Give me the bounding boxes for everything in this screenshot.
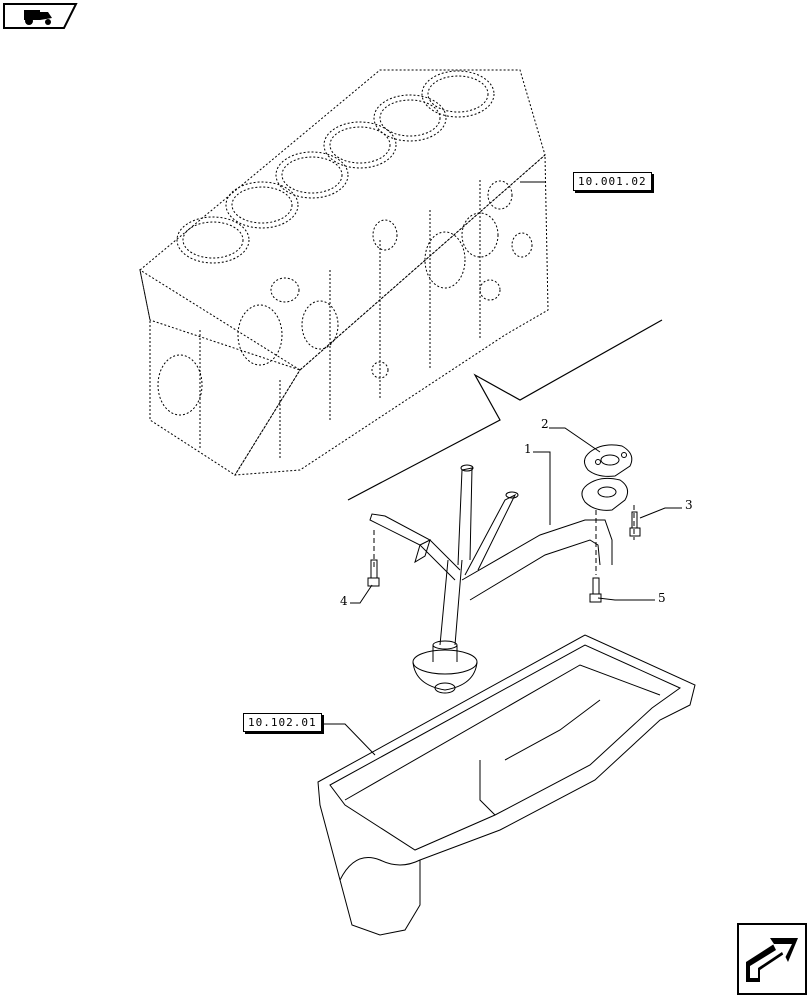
gasket [584,444,633,477]
tractor-icon [3,3,78,29]
oil-suction-pipe [369,464,629,694]
next-page-arrow-icon[interactable] [736,922,808,996]
callout-3: 3 [685,498,693,512]
engine-block [139,69,549,476]
leader-lines [318,181,682,756]
callout-5: 5 [658,591,666,605]
callout-2: 2 [541,417,549,431]
block-reference-label[interactable]: 10.001.02 [573,172,652,191]
bolt-3 [629,505,641,540]
section-break-line [347,319,663,501]
callout-1: 1 [524,442,532,456]
bolt-4 [367,530,380,587]
pan-reference-label[interactable]: 10.102.01 [243,713,322,732]
callout-4: 4 [340,594,348,608]
oil-pan [317,634,696,936]
